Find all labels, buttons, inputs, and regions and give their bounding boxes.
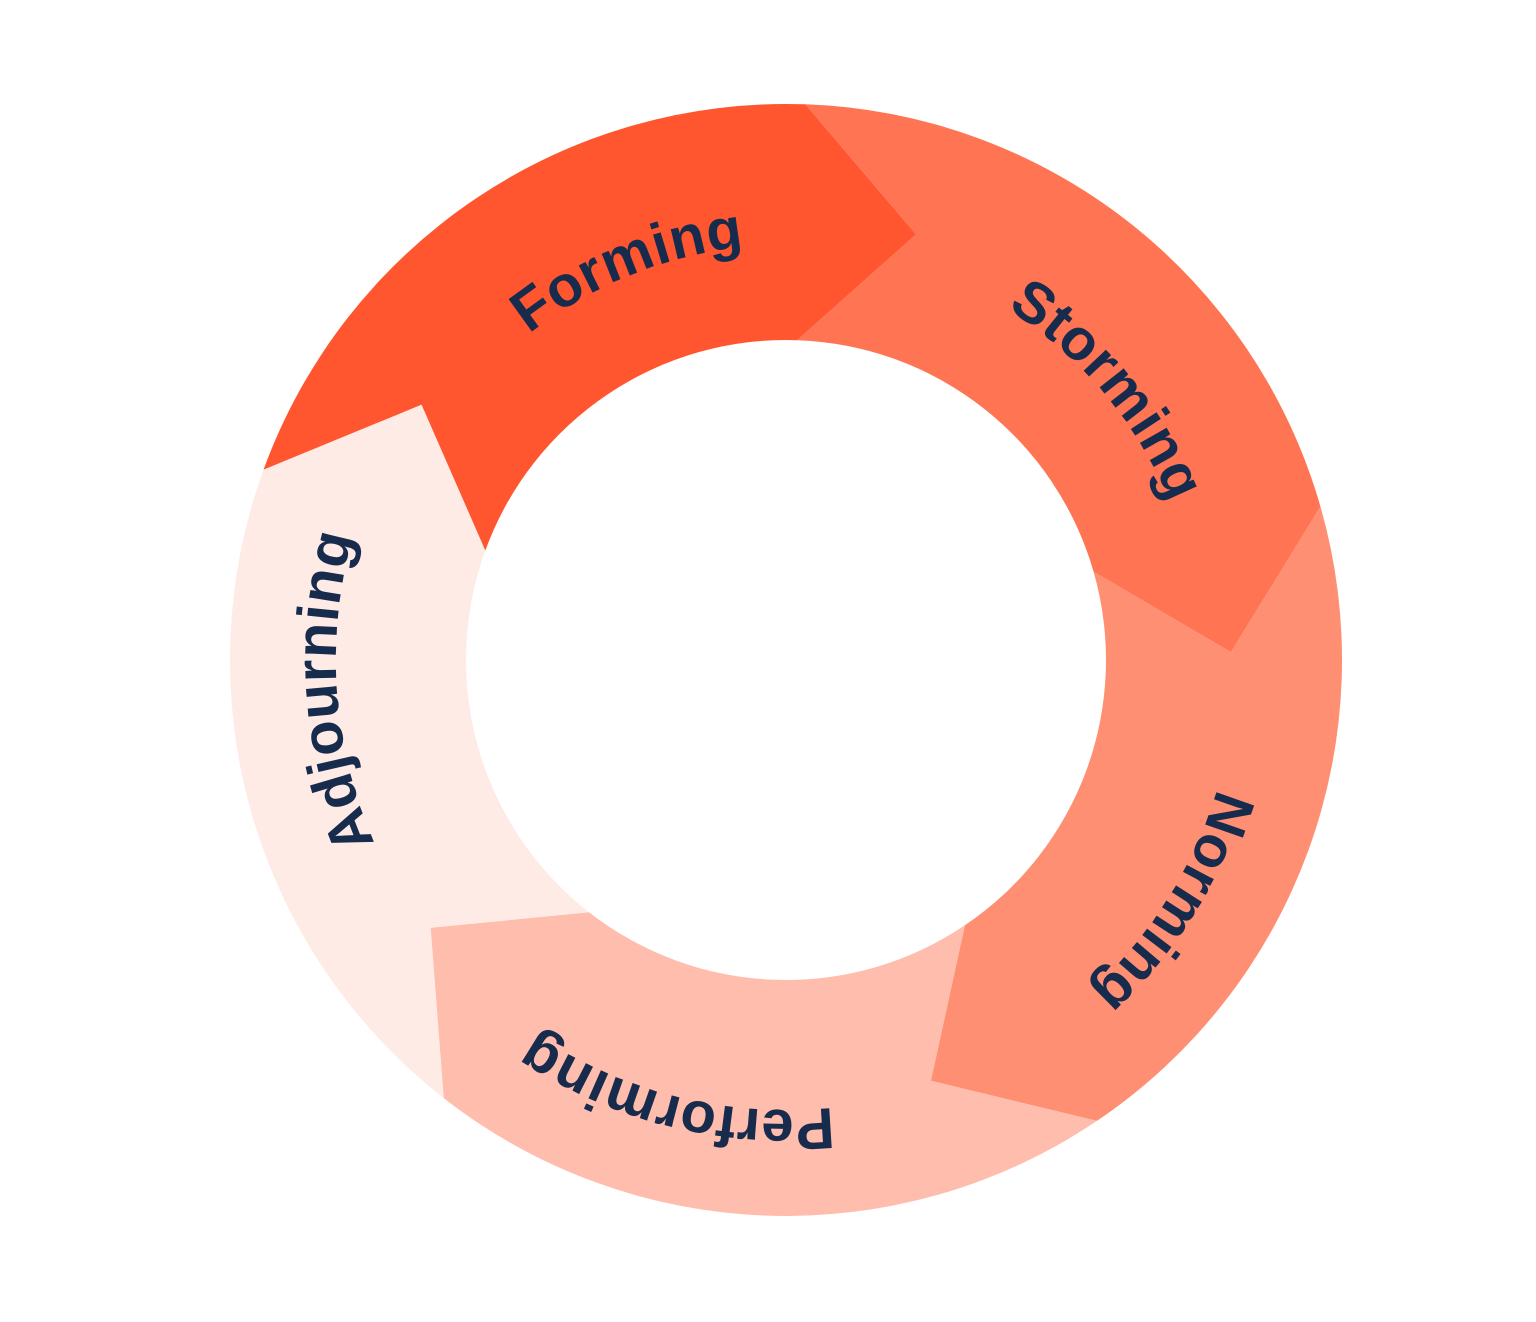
segment-forming-arrow	[263, 103, 917, 551]
segment-adjourning-arrow	[229, 404, 589, 1099]
segment-storming-arrow	[797, 104, 1321, 653]
segment-norming-arrow	[930, 506, 1343, 1121]
arrow-segments-group	[229, 103, 1343, 1216]
segment-performing-arrow	[430, 912, 1097, 1216]
